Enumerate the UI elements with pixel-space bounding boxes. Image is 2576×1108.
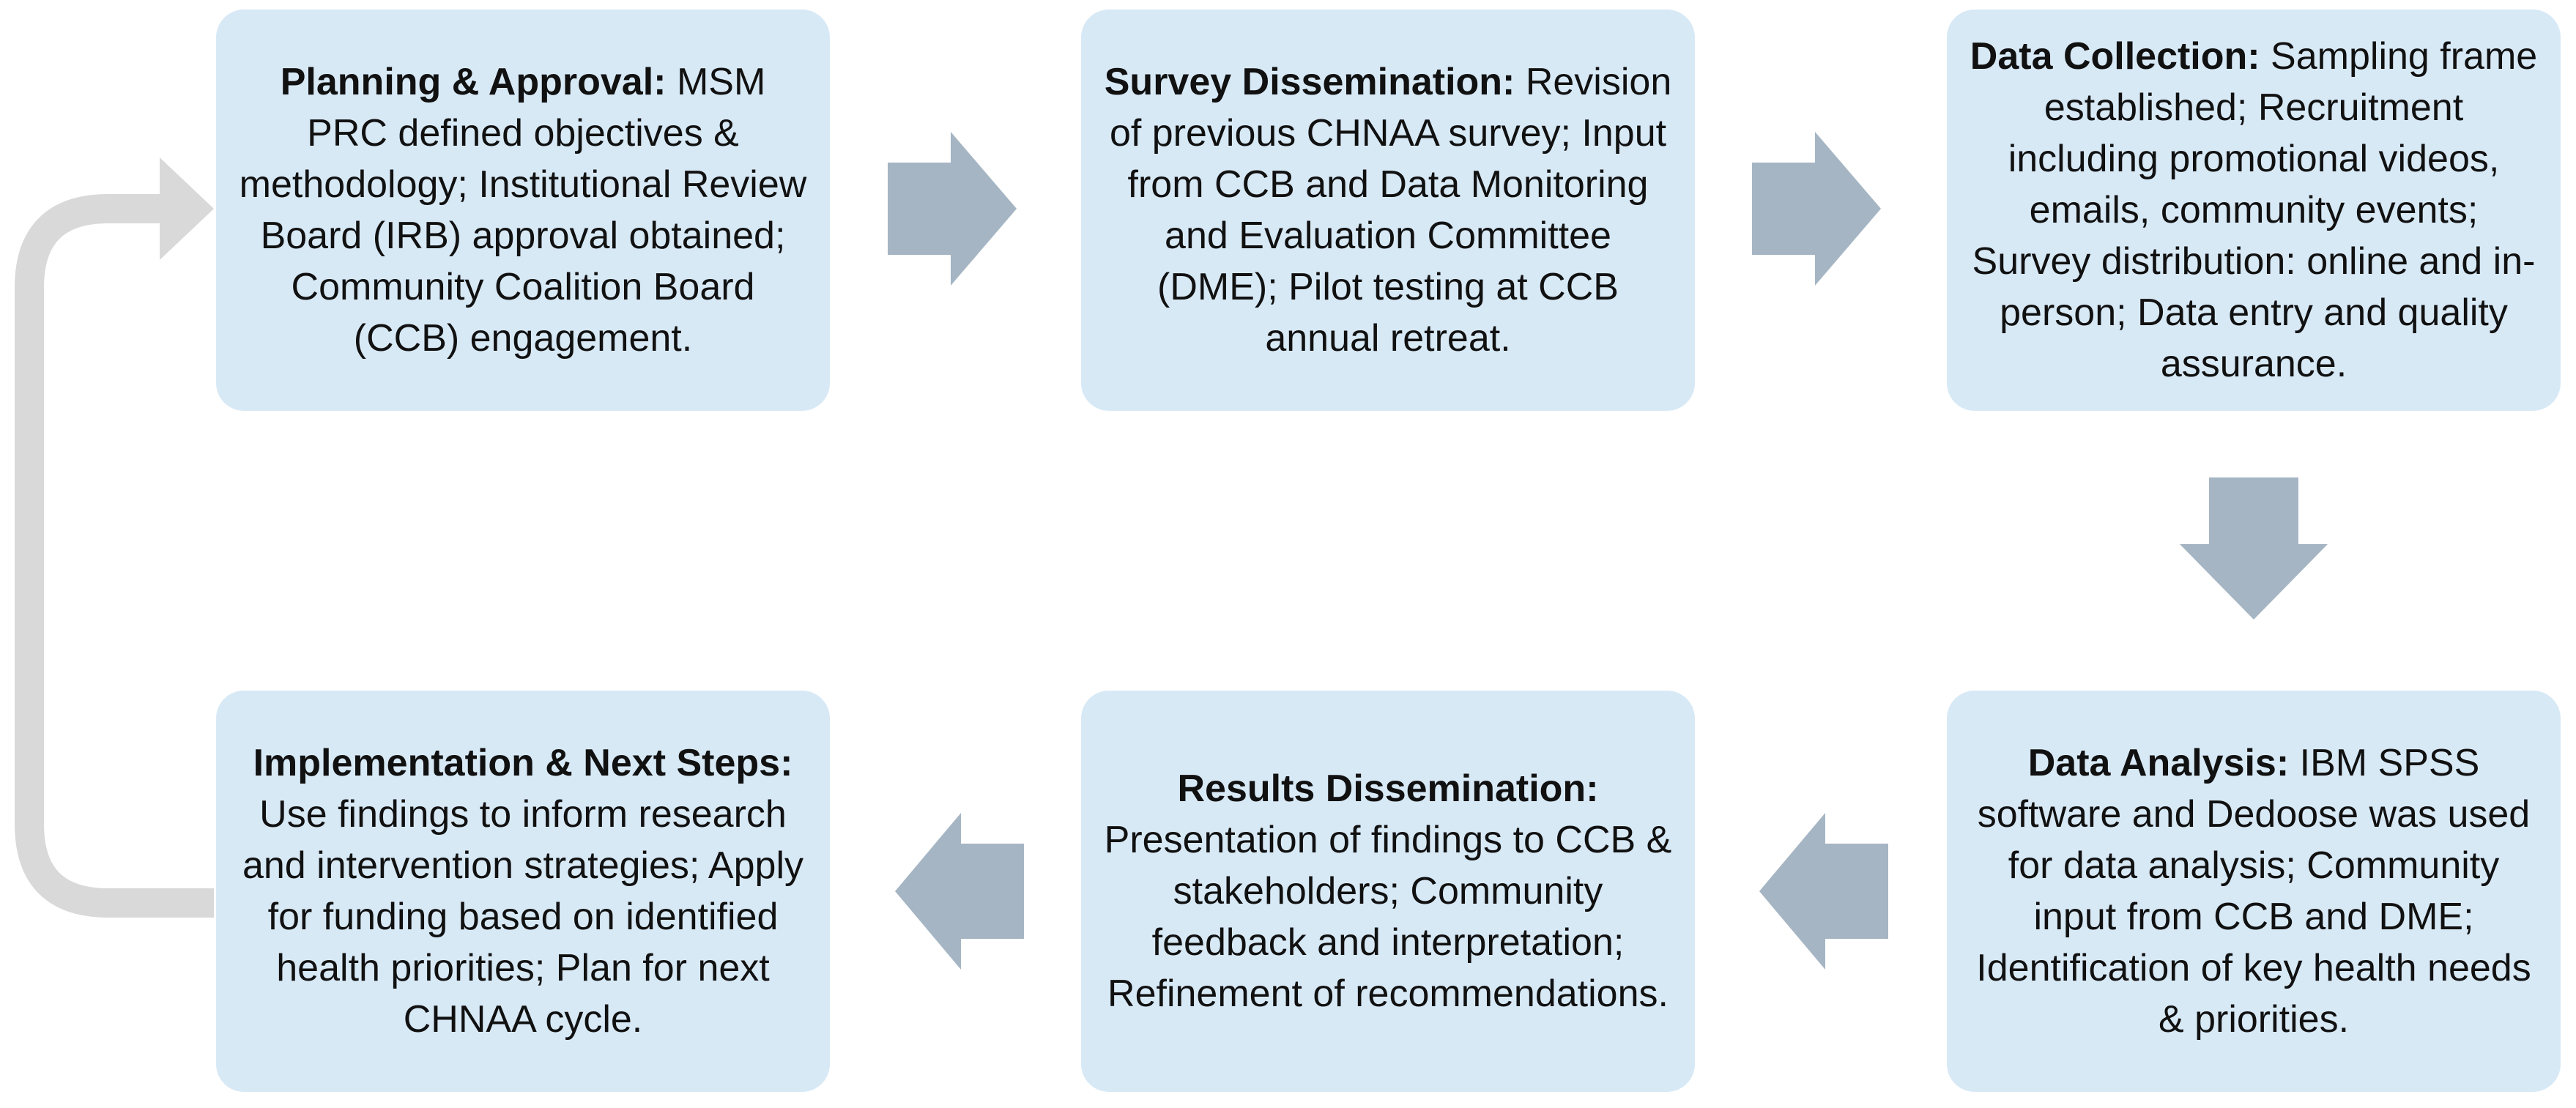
arrow-left-1: [1759, 813, 1888, 970]
step-data-analysis: Data Analysis: IBM SPSS software and Ded…: [1947, 691, 2561, 1092]
step-title: Planning & Approval:: [280, 61, 667, 103]
loop-back-arrow: [15, 194, 214, 918]
arrow-right-1: [888, 132, 1017, 286]
arrow-left-2: [895, 813, 1024, 970]
step-title: Data Analysis:: [2027, 742, 2290, 784]
arrow-right-2: [1752, 132, 1881, 286]
arrow-down: [2180, 477, 2328, 620]
step-body: MSM PRC defined objectives & methodology…: [239, 61, 807, 360]
step-body: Presentation of findings to CCB & stakeh…: [1104, 819, 1672, 1015]
step-title: Survey Dissemination:: [1104, 61, 1515, 103]
step-title: Implementation & Next Steps:: [253, 742, 793, 784]
step-survey-dissemination: Survey Dissemination: Revision of previo…: [1081, 10, 1695, 411]
step-title: Data Collection:: [1970, 35, 2260, 78]
step-implementation-next-steps: Implementation & Next Steps: Use finding…: [216, 691, 830, 1092]
step-title: Results Dissemination:: [1177, 767, 1599, 810]
step-body: IBM SPSS software and Dedoose was used f…: [1976, 742, 2531, 1041]
step-body: Sampling frame established; Recruitment …: [1972, 35, 2538, 385]
step-body: Revision of previous CHNAA survey; Input…: [1109, 61, 1672, 360]
step-results-dissemination: Results Dissemination: Presentation of f…: [1081, 691, 1695, 1092]
step-data-collection: Data Collection: Sampling frame establis…: [1947, 10, 2561, 411]
step-planning-approval: Planning & Approval: MSM PRC defined obj…: [216, 10, 830, 411]
step-body: Use findings to inform research and inte…: [242, 793, 804, 1041]
loop-back-arrowhead: [160, 157, 214, 260]
